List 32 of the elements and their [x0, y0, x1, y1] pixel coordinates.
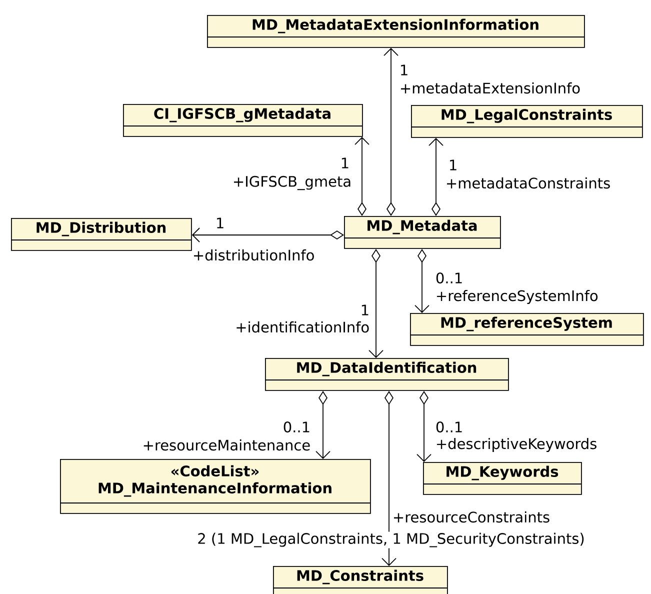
multiplicity-label: 1 [214, 216, 226, 230]
class-box: «CodeList» MD_MaintenanceInformation [60, 459, 371, 514]
role-label: +resourceConstraints [394, 511, 550, 523]
role-label: +descriptiveKeywords [437, 438, 596, 452]
aggregation-arrow [384, 48, 398, 216]
aggregation-arrow [428, 138, 444, 216]
role-label: +metadataExtensionInfo [401, 82, 580, 94]
role-label: +referenceSystemInfo [437, 290, 598, 304]
class-box: MD_MetadataExtensionInformation [206, 15, 585, 48]
multiplicity-label: 1 [359, 304, 371, 316]
class-box: MD_Metadata [344, 216, 501, 249]
multiplicity-label: 1 [447, 158, 459, 172]
role-label: +IGFSCB_gmeta [234, 176, 350, 190]
multiplicity-label: 1 [339, 156, 351, 170]
class-box: MD_Distribution [10, 218, 192, 251]
class-box: MD_LegalConstraints [410, 105, 643, 138]
multiplicity-label: 1 [398, 64, 410, 76]
role-label: +resourceMaintenance [144, 439, 310, 451]
role-label: +distributionInfo [194, 249, 314, 261]
class-box: MD_Constraints [272, 566, 448, 594]
role-label: +identificationInfo [236, 321, 369, 333]
aggregation-arrow [192, 228, 344, 242]
aggregation-arrow [354, 136, 370, 216]
multiplicity-label: 0..1 [282, 420, 312, 434]
multiplicity-label: 0..1 [434, 420, 464, 434]
role-label: +metadataConstraints [447, 177, 610, 189]
multiplicity-label: 2 (1 MD_LegalConstraints, 1 MD_SecurityConstraints) [196, 532, 586, 548]
multiplicity-label: 0..1 [434, 272, 464, 284]
class-box: CI_IGFSCB_gMetadata [122, 104, 363, 137]
class-box: MD_referenceSystem [410, 313, 644, 346]
class-box: MD_Keywords [422, 462, 582, 495]
class-box: MD_DataIdentification [264, 358, 509, 391]
